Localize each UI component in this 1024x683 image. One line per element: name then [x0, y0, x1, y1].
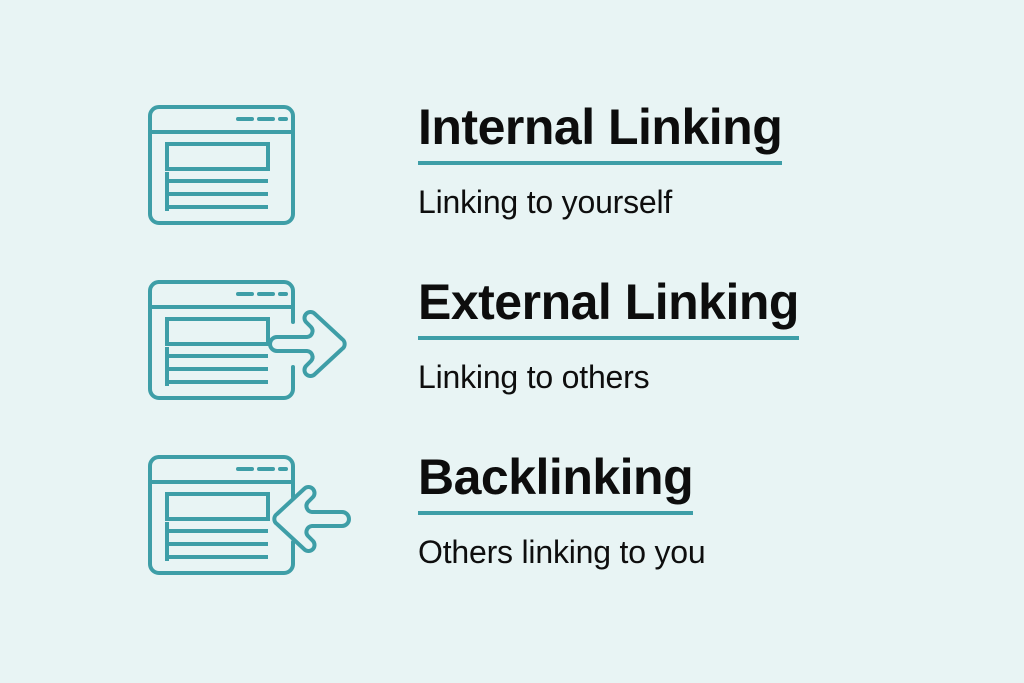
page-title: External Linking	[418, 274, 799, 340]
arrow-right-icon	[268, 310, 347, 378]
text-block: External Linking Linking to others	[418, 270, 1024, 396]
page-title: Internal Linking	[418, 99, 783, 165]
browser-window-arrow-left-icon	[140, 445, 408, 585]
browser-window-arrow-right-icon	[140, 270, 408, 410]
list-item: Internal Linking Linking to yourself	[0, 95, 1024, 270]
list-item: Backlinking Others linking to you	[0, 445, 1024, 620]
subtitle: Linking to yourself	[418, 184, 673, 220]
text-block: Backlinking Others linking to you	[418, 445, 1024, 571]
subtitle: Linking to others	[418, 359, 650, 395]
text-block: Internal Linking Linking to yourself	[418, 95, 1024, 221]
browser-window-icon	[140, 95, 408, 235]
subtitle: Others linking to you	[418, 534, 706, 570]
page-title: Backlinking	[418, 449, 694, 515]
list-item: External Linking Linking to others	[0, 270, 1024, 445]
arrow-left-icon	[272, 485, 351, 553]
